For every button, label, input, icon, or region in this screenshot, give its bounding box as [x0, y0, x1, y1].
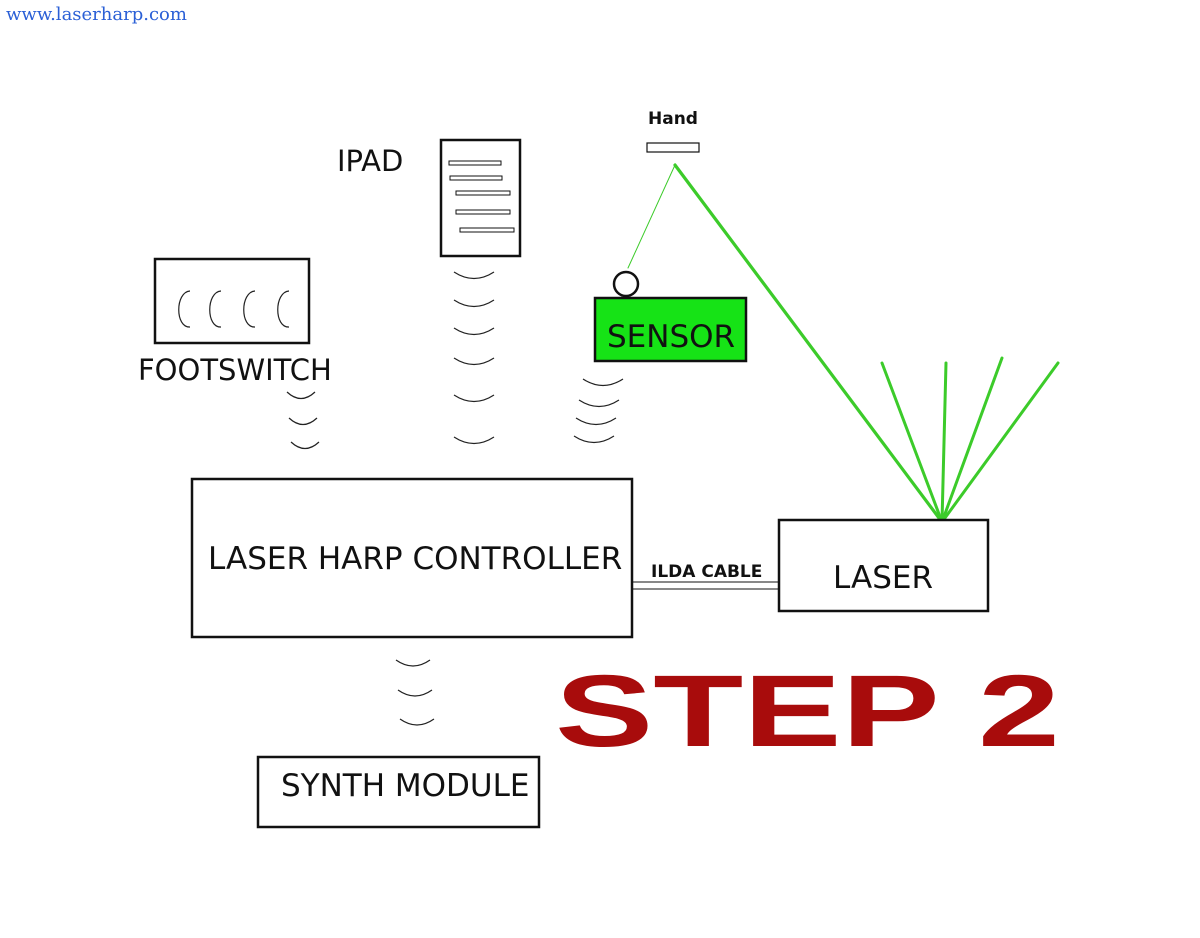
sensor-lens	[612, 270, 640, 298]
ilda-cable	[632, 581, 779, 590]
controller-label: LASER HARP CONTROLLER	[208, 541, 622, 577]
wireless-signal-ipad	[453, 271, 495, 445]
controller-box	[190, 477, 634, 639]
hand-reflector	[646, 142, 700, 153]
beam-3	[940, 356, 1004, 524]
laser-box	[777, 518, 990, 613]
footswitch-label: FOOTSWITCH	[138, 353, 332, 387]
beam-1	[880, 361, 944, 524]
laser-label: LASER	[833, 560, 933, 596]
wireless-signal-synth	[395, 659, 435, 726]
ipad-device	[439, 138, 522, 258]
step-title: STEP 2	[555, 654, 1060, 768]
laser-beams	[627, 163, 1060, 524]
footswitch-device	[153, 257, 311, 345]
ilda-cable-label: ILDA CABLE	[651, 562, 762, 582]
sensor-beam	[627, 164, 676, 269]
beam-4	[940, 361, 1060, 524]
synth-module-box	[256, 755, 541, 829]
reflected-beam	[673, 163, 944, 524]
hand-label: Hand	[648, 109, 698, 129]
wireless-signal-sensor	[573, 378, 624, 444]
synth-module-label: SYNTH MODULE	[281, 768, 529, 804]
ipad-label: IPAD	[337, 144, 403, 178]
sensor-label: SENSOR	[607, 319, 735, 355]
wireless-signal-footswitch	[286, 391, 320, 450]
sensor-box	[593, 296, 748, 363]
beam-2	[940, 361, 948, 524]
website-link[interactable]: www.laserharp.com	[6, 4, 187, 25]
